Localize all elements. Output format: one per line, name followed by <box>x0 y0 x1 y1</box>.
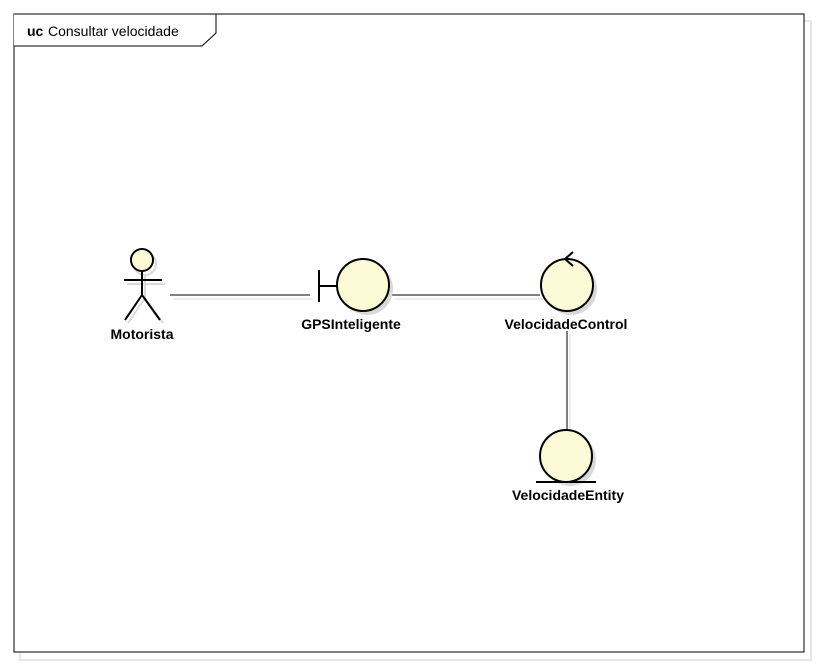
control-icon <box>540 251 594 312</box>
diagram-frame[interactable]: uc Consultar velocidade <box>13 13 805 653</box>
control-velocidadecontrol[interactable]: VelocidadeControl <box>505 251 628 332</box>
boundary-icon <box>318 258 390 312</box>
stick-figure-icon <box>124 248 162 321</box>
frame-kind: uc <box>27 23 44 39</box>
boundary-label: GPSInteligente <box>301 316 401 332</box>
control-label: VelocidadeControl <box>505 316 628 332</box>
actor-motorista[interactable]: Motorista <box>111 248 174 342</box>
associations <box>170 294 571 433</box>
entity-velocidadeentity[interactable]: VelocidadeEntity <box>512 429 624 503</box>
boundary-gpsinteligente[interactable]: GPSInteligente <box>301 258 401 332</box>
frame-name: Consultar velocidade <box>48 23 179 39</box>
entity-icon <box>536 429 596 483</box>
frame-tab <box>14 13 217 47</box>
actor-label: Motorista <box>111 326 174 342</box>
frame-border <box>13 13 805 653</box>
entity-label: VelocidadeEntity <box>512 487 624 503</box>
